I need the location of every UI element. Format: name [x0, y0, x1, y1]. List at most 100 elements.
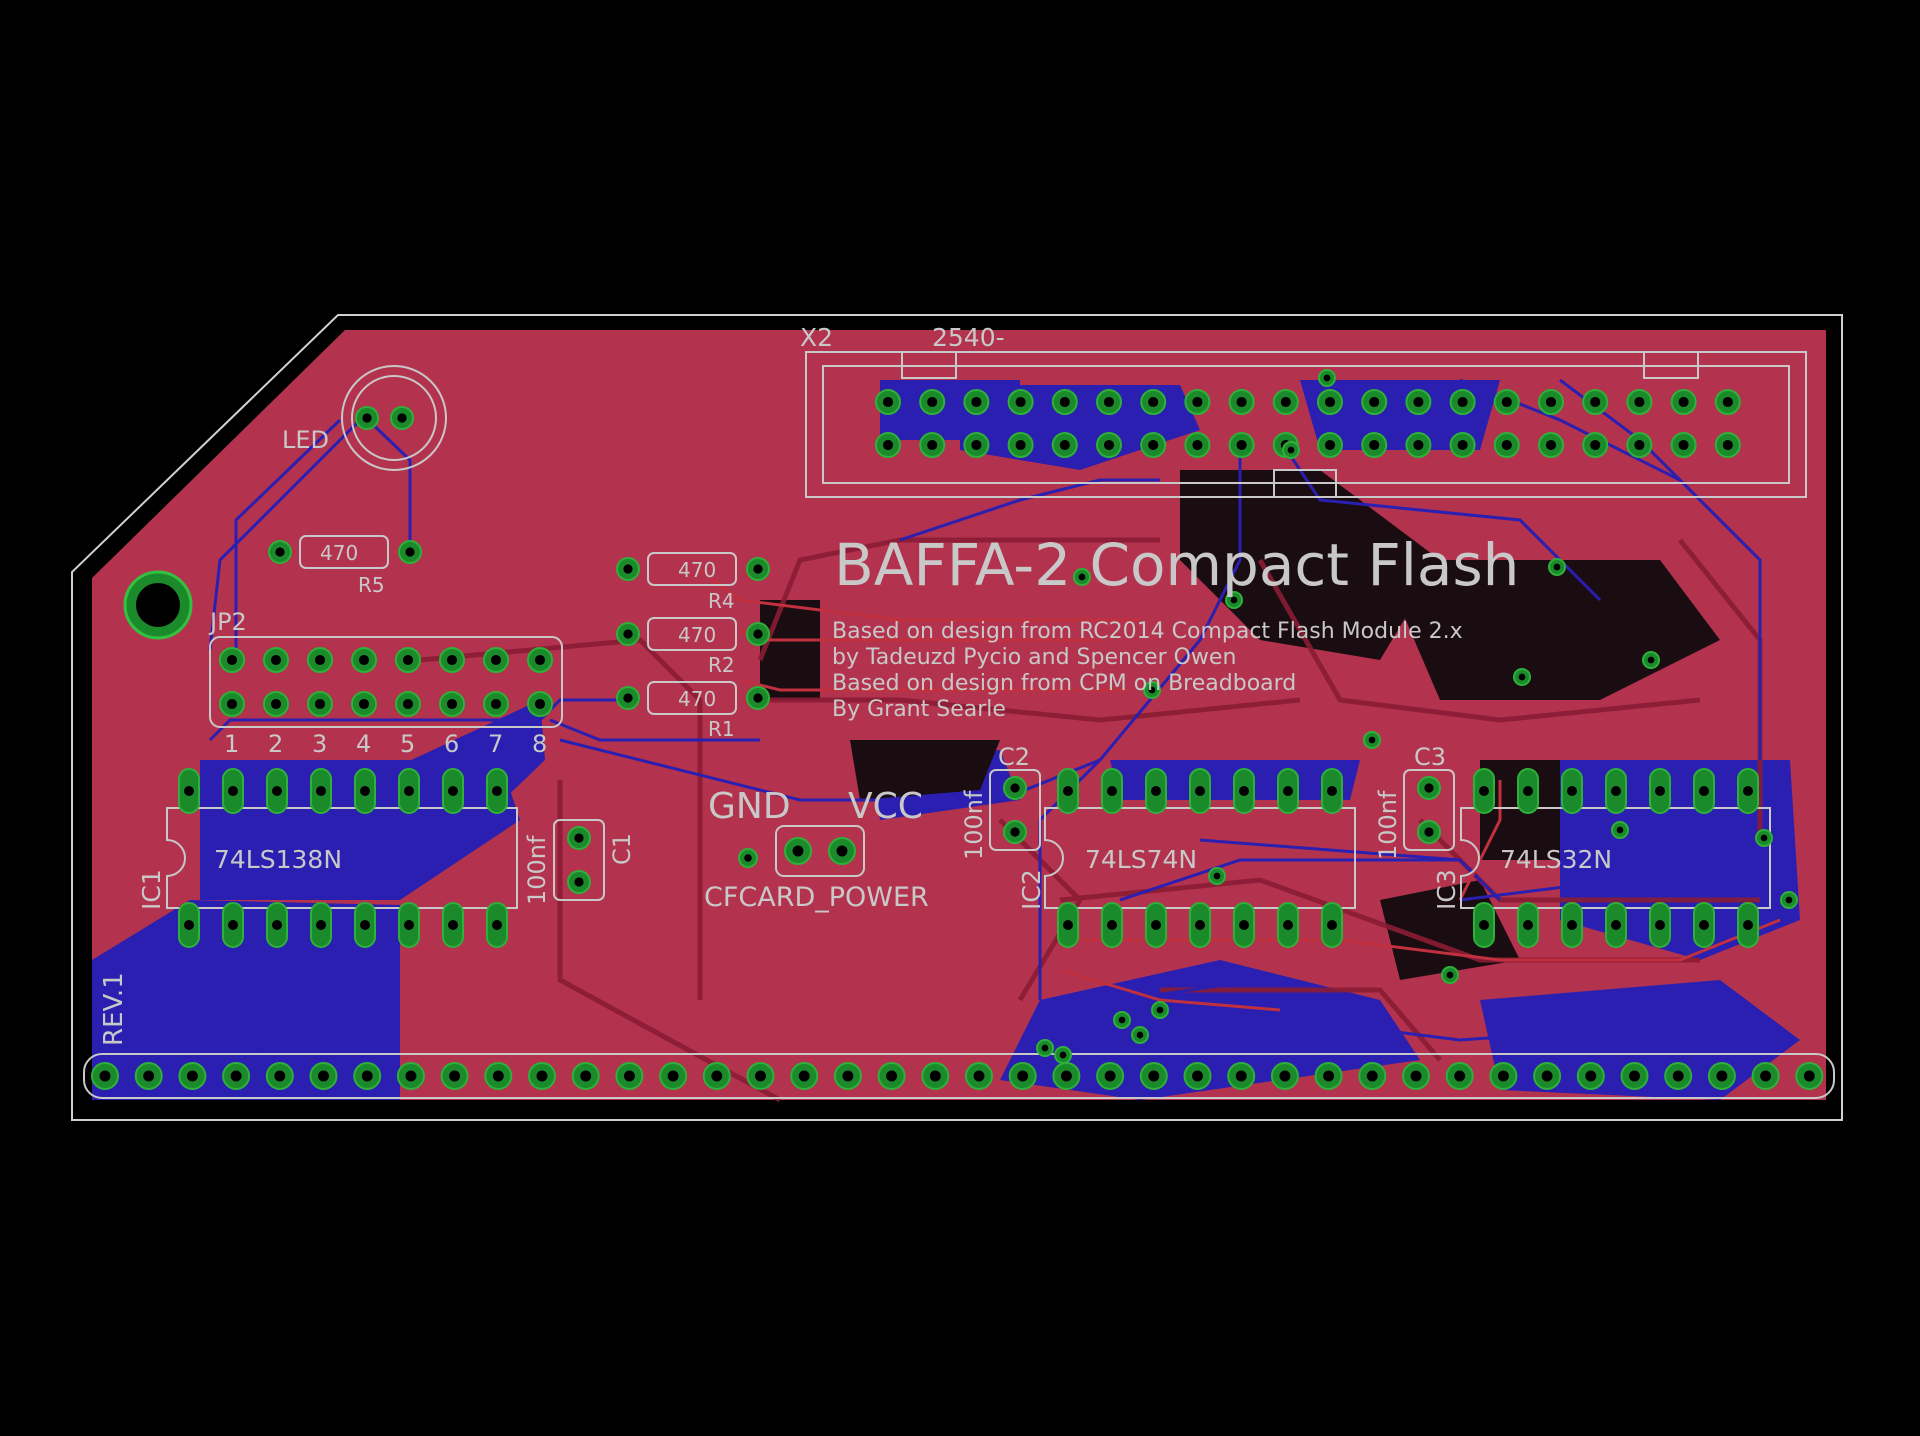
ic1-pin [354, 768, 376, 814]
ic2-pin [1321, 902, 1343, 948]
ic2-value: 74LS74N [1085, 845, 1197, 874]
x2-pad [1670, 389, 1697, 415]
bottom-header-pin [1358, 1062, 1387, 1090]
c2-pad [1003, 820, 1027, 844]
x2-pad [1582, 432, 1609, 458]
cfcard-power-label: CFCARD_POWER [704, 882, 929, 913]
ic1-pin [442, 902, 464, 948]
bottom-header-pin [1707, 1062, 1736, 1090]
bottom-header-pin [965, 1062, 993, 1090]
x2-pad [1140, 389, 1167, 415]
c3-pad [1417, 820, 1441, 844]
ic1-pin [266, 902, 288, 948]
bottom-header-pin [178, 1062, 207, 1090]
c3-pad [1417, 776, 1441, 800]
jp2-pad [483, 691, 509, 717]
bottom-header-pin [921, 1062, 950, 1090]
x2-pad [1405, 432, 1432, 458]
ic-outlines [166, 807, 1771, 909]
jp2-pad [527, 691, 553, 717]
jp2-pin-number: 2 [268, 730, 283, 758]
ic1-pin [310, 902, 332, 948]
bottom-header-pin [309, 1062, 338, 1090]
bottom-header-pin [528, 1062, 556, 1090]
bottom-header-pin [1751, 1062, 1780, 1090]
pour-isolation-voids [760, 470, 1720, 980]
ic1-label: IC1 [137, 869, 166, 910]
bottom-header-pin [1227, 1062, 1256, 1090]
ic3-pin [1737, 902, 1759, 948]
jp2-pad [395, 691, 421, 717]
bottom-header-pin [1620, 1062, 1649, 1090]
c1-pad [567, 870, 591, 894]
via [1780, 891, 1798, 909]
ic2-pin [1277, 768, 1299, 814]
x2-pad [1184, 432, 1211, 458]
jp2-pad [351, 691, 377, 717]
x2-pad [1493, 389, 1520, 415]
jp2-pin-number: 1 [224, 730, 239, 758]
ic3-pin [1649, 768, 1671, 814]
x2-pad [963, 432, 990, 458]
ic1-pin [354, 902, 376, 948]
ic2-pin [1101, 902, 1123, 948]
bottom-header-pin [1664, 1062, 1693, 1090]
r4-pad [746, 557, 770, 581]
jp2-label: JP2 [208, 608, 247, 636]
x2-pad [1228, 389, 1255, 415]
jp2-pad [483, 647, 509, 673]
bottom-header-pin [702, 1062, 731, 1090]
vcc-label: VCC [848, 786, 923, 827]
r2-label: R2 [708, 653, 735, 677]
bottom-header-pin [222, 1062, 251, 1090]
ic1-pin [178, 768, 200, 814]
x2-pad [1007, 389, 1034, 415]
via [1036, 1039, 1054, 1057]
bottom-header-pin [396, 1062, 425, 1090]
x2-pad [1184, 389, 1211, 415]
via [1073, 568, 1091, 586]
c2-pad [1003, 776, 1027, 800]
r1-label: R1 [708, 717, 735, 741]
x2-label: X2 [800, 323, 833, 352]
jp2-pad [527, 647, 553, 673]
credit-line-3: Based on design from CPM on Breadboard [832, 671, 1296, 696]
via [1225, 591, 1243, 609]
bottom-header-pin [91, 1062, 119, 1090]
led-pad [355, 406, 379, 430]
ic3-label: IC3 [1432, 869, 1461, 910]
via [1151, 1001, 1169, 1019]
x2-pad [1051, 389, 1078, 415]
x2-pad [1051, 432, 1078, 458]
jp2-pin-number: 4 [356, 730, 371, 758]
bottom-header-pin [1576, 1062, 1605, 1090]
x2-pad [919, 389, 946, 415]
bottom-header-pin [1183, 1062, 1212, 1090]
ic3-value: 74LS32N [1500, 845, 1612, 874]
via [1131, 1026, 1149, 1044]
ic1-pin [266, 768, 288, 814]
x2-pad [1405, 389, 1432, 415]
ic3-pin [1737, 768, 1759, 814]
jp2-pin-number: 5 [400, 730, 415, 758]
ic2-pin [1233, 902, 1255, 948]
ic3-pin [1605, 902, 1627, 948]
ic1-pin [486, 768, 508, 814]
bottom-header-pin [1096, 1062, 1125, 1090]
gnd-label: GND [708, 786, 791, 827]
c2-value: 100nf [960, 790, 988, 860]
x2-pad [1140, 432, 1167, 458]
r4-value: 470 [678, 558, 716, 582]
jp2-pad [219, 691, 245, 717]
jp2-pad [307, 647, 333, 673]
x2-pad [1449, 432, 1476, 458]
bottom-header-pin [833, 1062, 862, 1090]
x2-pad [1582, 389, 1609, 415]
r4-pad [616, 557, 640, 581]
ic3-pin [1473, 768, 1495, 814]
x2-pad [1714, 389, 1741, 415]
ic1-pin [222, 902, 244, 948]
via [1642, 651, 1660, 669]
credit-line-4: By Grant Searle [832, 697, 1006, 722]
